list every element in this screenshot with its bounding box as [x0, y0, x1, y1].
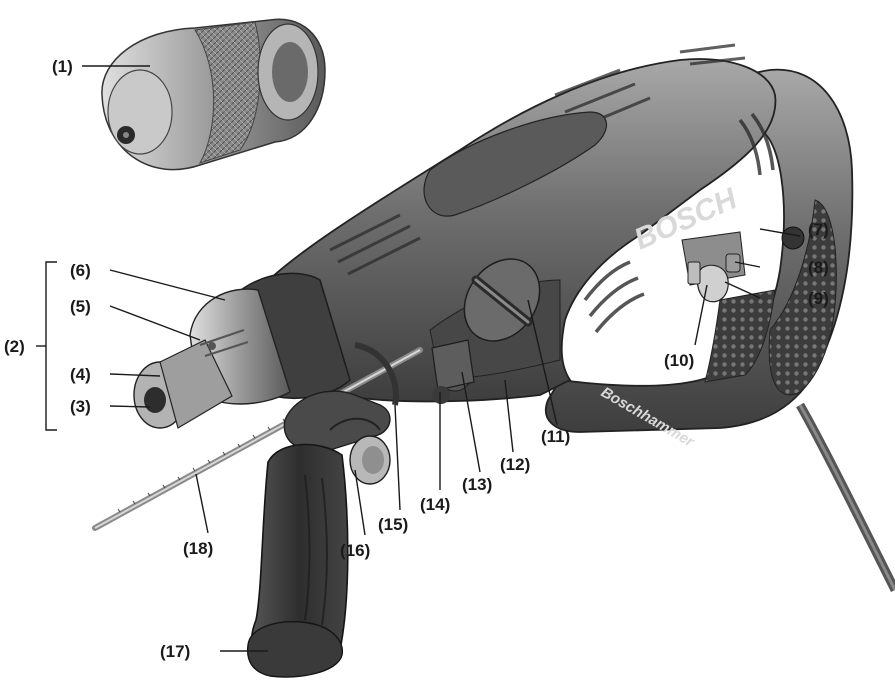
callout-6: (6) [70, 261, 91, 280]
lock-on-button [781, 226, 805, 250]
keyless-chuck [101, 18, 326, 171]
leader-lines [82, 65, 801, 652]
callout-7: (7) [808, 220, 829, 239]
callout-14: (14) [420, 495, 450, 514]
lock-knob [431, 339, 475, 391]
callout-labels: (1) (2) (3) (4) (5) (6) (7) (8) (9) (10)… [4, 57, 829, 661]
callout-11: (11) [541, 427, 570, 446]
hammer-housing: BOSCH Boschhammer [249, 43, 854, 451]
callout-10: (10) [664, 351, 694, 370]
callout-4: (4) [70, 365, 91, 384]
callout-16: (16) [340, 541, 370, 560]
callout-15: (15) [378, 515, 408, 534]
on-off-switch [696, 264, 729, 303]
callout-1: (1) [52, 57, 73, 76]
callout-17: (17) [160, 642, 190, 661]
callout-13: (13) [462, 475, 492, 494]
callout-2: (2) [4, 337, 25, 356]
group-bracket [45, 261, 57, 431]
callout-8: (8) [808, 258, 829, 277]
sds-chuck [133, 272, 351, 429]
auxiliary-handle [246, 342, 399, 678]
callout-9: (9) [808, 289, 829, 308]
callout-18: (18) [183, 539, 213, 558]
callout-12: (12) [500, 455, 530, 474]
rotation-switch [687, 261, 701, 285]
callout-3: (3) [70, 397, 91, 416]
callout-5: (5) [70, 297, 91, 316]
